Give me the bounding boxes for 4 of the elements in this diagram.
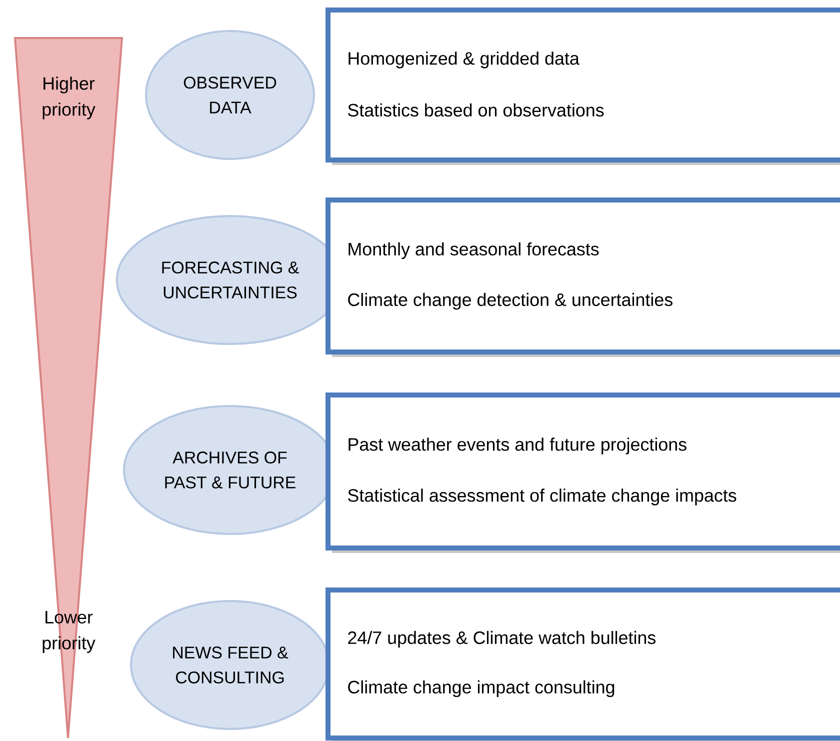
content-box: Monthly and seasonal forecasts Climate change detection & uncertainties — [326, 198, 840, 357]
content-box: Past weather events and future projections Statistical assessment of climate change impacts — [326, 392, 840, 553]
content-box: Homogenized & gridded data Statistics based on observations — [326, 8, 840, 165]
content-box: 24/7 updates & Climate watch bulletins Climate change impact consulting — [326, 588, 840, 741]
